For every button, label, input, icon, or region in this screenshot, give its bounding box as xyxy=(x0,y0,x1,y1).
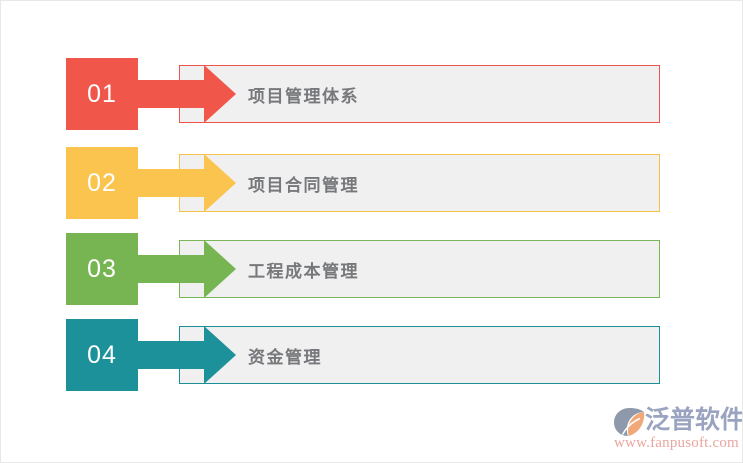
step-number-text: 03 xyxy=(87,254,117,283)
logo-wordmark: 泛普软件 xyxy=(645,406,743,434)
process-step-row[interactable]: 项目合同管理 02 xyxy=(1,147,742,219)
arrow-shaft-icon xyxy=(136,341,213,369)
step-panel[interactable]: 资金管理 xyxy=(179,326,660,384)
process-step-row[interactable]: 资金管理 04 xyxy=(1,319,742,391)
step-panel[interactable]: 项目合同管理 xyxy=(179,154,660,212)
step-label: 工程成本管理 xyxy=(248,261,359,281)
arrow-shaft-icon xyxy=(136,255,213,283)
arrow-shaft-icon xyxy=(136,80,213,108)
step-label: 项目管理体系 xyxy=(248,86,359,106)
step-number-text: 04 xyxy=(87,340,117,369)
step-number-text: 01 xyxy=(87,79,117,108)
step-label: 项目合同管理 xyxy=(248,175,359,195)
fanpu-leaf-icon xyxy=(614,408,645,436)
step-panel[interactable]: 工程成本管理 xyxy=(179,240,660,298)
process-step-row[interactable]: 项目管理体系 01 xyxy=(1,58,742,130)
arrow-shaft-icon xyxy=(136,169,213,197)
brand-logo: 泛普软件 www.fanpusoft.com xyxy=(613,405,742,457)
step-number-badge: 03 xyxy=(66,233,138,305)
step-number-badge: 02 xyxy=(66,147,138,219)
step-panel[interactable]: 项目管理体系 xyxy=(179,65,660,123)
logo-url: www.fanpusoft.com xyxy=(614,435,739,451)
step-number-text: 02 xyxy=(87,168,117,197)
process-step-row[interactable]: 工程成本管理 03 xyxy=(1,233,742,305)
step-label: 资金管理 xyxy=(248,347,322,367)
step-number-badge: 04 xyxy=(66,319,138,391)
step-number-badge: 01 xyxy=(66,58,138,130)
